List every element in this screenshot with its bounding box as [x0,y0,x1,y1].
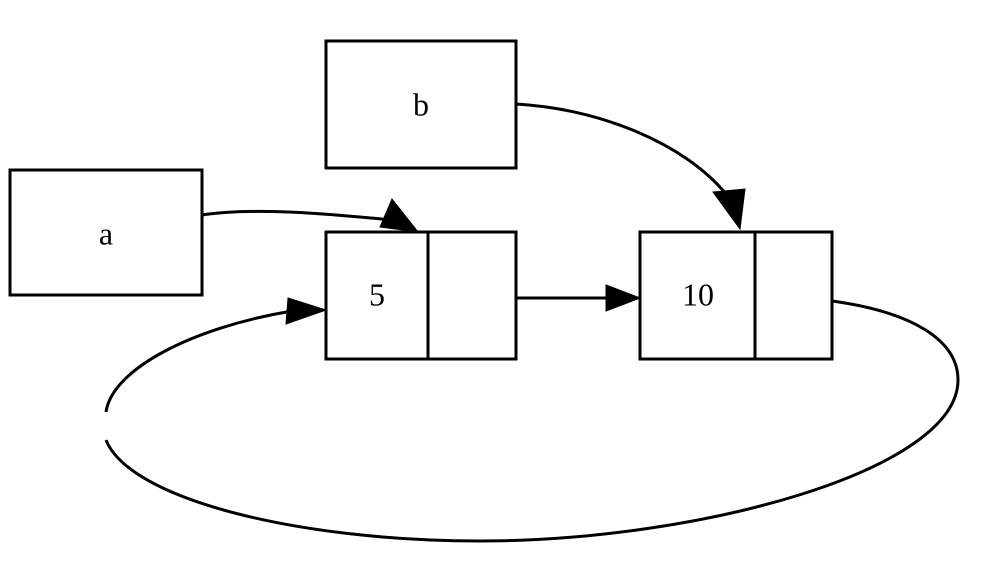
node-b[interactable]: b [324,39,518,170]
node-5-value-label: 5 [369,276,385,312]
node-a[interactable]: a [8,168,204,297]
node-10[interactable]: 10 [638,230,834,361]
edge-node-5-to-node-10[interactable] [516,284,642,312]
node-10-value-label: 10 [682,276,714,312]
edge-node-10-to-node-5-loop-line [104,299,960,543]
edge-node-10-to-node-5-loop-arrowhead [285,297,328,325]
edge-b-to-node-10[interactable] [515,102,746,231]
edge-b-to-node-10-arrowhead [712,188,746,231]
node-5-box[interactable] [324,230,518,361]
node-b-box[interactable] [324,39,518,170]
edge-a-to-node-5-arrowhead [379,198,420,233]
node-a-label: a [99,215,113,251]
node-10-box[interactable] [638,230,834,361]
node-a-box[interactable] [8,168,204,297]
edge-node-10-to-node-5-loop[interactable] [104,297,960,543]
edge-a-to-node-5[interactable] [201,198,420,233]
node-5[interactable]: 5 [324,230,518,361]
edge-node-5-to-node-10-arrowhead [605,284,642,312]
edge-a-to-node-5-line [201,209,393,222]
node-b-label: b [413,86,429,122]
edge-b-to-node-10-line [515,102,728,195]
